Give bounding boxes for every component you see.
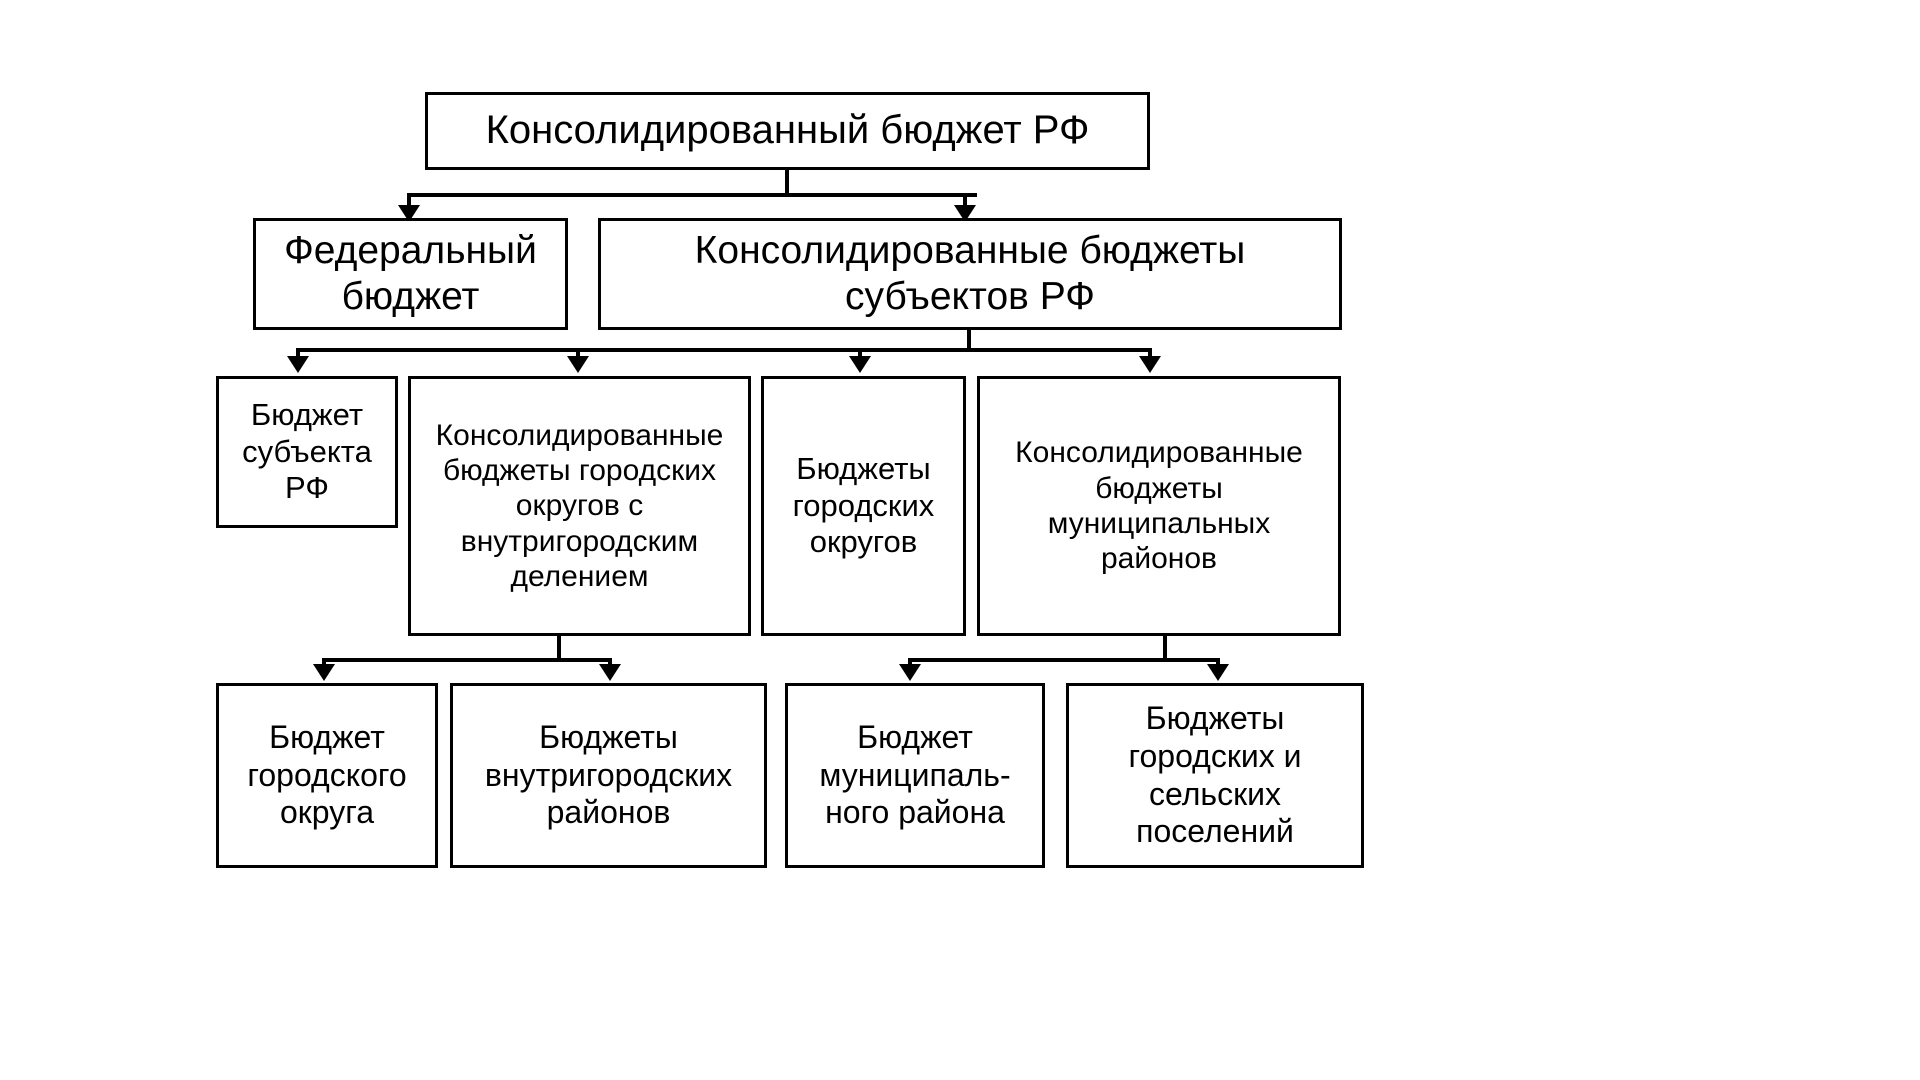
node-subject-budget[interactable]: Бюджет субъекта РФ [216, 376, 398, 528]
connector-intra-stem [557, 634, 561, 662]
node-consolidated-subjects[interactable]: Консолидированные бюджеты субъектов РФ [598, 218, 1342, 330]
arrow-root-to-federal [398, 205, 420, 222]
node-federal-budget[interactable]: Федеральный бюджет [253, 218, 568, 330]
connector-subjects-stem [967, 328, 971, 350]
connector-subjects-bus [296, 348, 1152, 352]
node-municipal-district-budget[interactable]: Бюджет муниципаль- ного района [785, 683, 1045, 868]
node-urban-district-budget[interactable]: Бюджет городского округа [216, 683, 438, 868]
node-intra-urban-districts[interactable]: Бюджеты внутригородских районов [450, 683, 767, 868]
arrow-municipal-to-settlements [1207, 664, 1229, 681]
arrow-intra-to-intra-urban-districts [599, 664, 621, 681]
arrow-subjects-to-urban-districts-intra [567, 356, 589, 373]
arrow-subjects-to-subject-budget [287, 356, 309, 373]
connector-root-stem [785, 167, 789, 197]
node-municipal-districts[interactable]: Консолидированные бюджеты муниципальных … [977, 376, 1341, 636]
connector-root-to-subjects-drop [963, 193, 967, 213]
arrow-subjects-to-urban-districts [849, 356, 871, 373]
connector-municipal-stem [1163, 634, 1167, 662]
arrow-municipal-to-municipal-district-budget [899, 664, 921, 681]
connector-municipal-bus [908, 658, 1220, 662]
arrow-intra-to-urban-district-budget [313, 664, 335, 681]
connector-subjects-drop-3 [858, 348, 862, 362]
connector-subjects-drop-2 [576, 348, 580, 362]
node-settlements[interactable]: Бюджеты городских и сельских поселений [1066, 683, 1364, 868]
arrow-subjects-to-municipal-districts [1139, 356, 1161, 373]
connector-root-to-federal-drop [407, 193, 411, 213]
node-urban-districts[interactable]: Бюджеты городских округов [761, 376, 966, 636]
node-root[interactable]: Консолидированный бюджет РФ [425, 92, 1150, 170]
arrow-root-to-subjects [954, 205, 976, 222]
connector-root-bus [407, 193, 977, 197]
connector-intra-bus [322, 658, 612, 662]
connector-subjects-drop-1 [296, 348, 300, 362]
connector-subjects-drop-4 [1148, 348, 1152, 362]
node-urban-districts-intra[interactable]: Консолидированные бюджеты городских окру… [408, 376, 751, 636]
